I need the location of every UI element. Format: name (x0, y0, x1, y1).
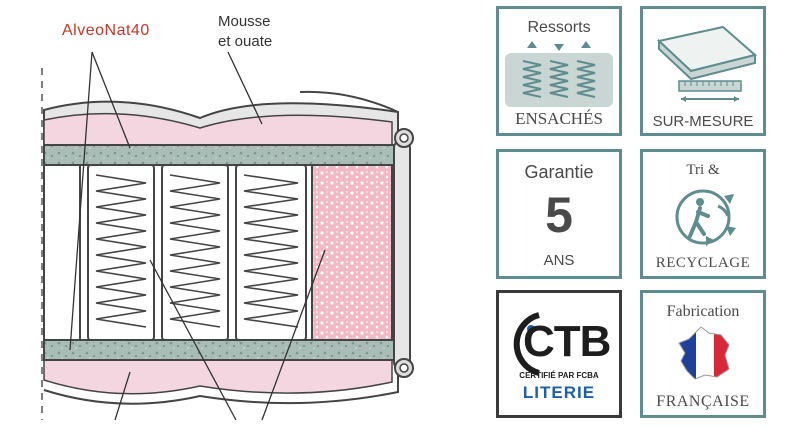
foam-label: Mousse et ouate (218, 12, 272, 52)
foam-label-line1: Mousse (218, 13, 271, 30)
badge-fabrication-label: FRANÇAISE (656, 393, 750, 410)
badge-fabrication-title: Fabrication (666, 303, 740, 320)
badge-recyclage-label: RECYCLAGE (655, 255, 751, 271)
badge-garantie-unit: ANS (543, 252, 575, 269)
badge-ressorts-ensaches: Ressorts ENSACHÉS (496, 6, 622, 136)
badge-sur-mesure-label: SUR-MESURE (652, 113, 754, 130)
brand-label: AlveoNat40 (62, 22, 150, 39)
badge-recyclage-title: Tri & (686, 162, 720, 178)
ctb-logo-icon (513, 312, 540, 376)
mattress-ruler-icon (656, 25, 757, 102)
ctb-logo-text: CTB (523, 317, 611, 366)
badge-ressorts-title: Ressorts (527, 19, 591, 36)
foam-label-line2: et ouate (218, 33, 273, 50)
springs-icon (505, 41, 613, 107)
triman-recycle-icon (675, 189, 736, 246)
badge-garantie-number: 5 (545, 187, 573, 243)
badge-garantie: Garantie 5 ANS (496, 149, 622, 279)
badge-ressorts-subtitle: ENSACHÉS (515, 109, 603, 128)
badge-ctb-literie: CTB CERTIFIÉ PAR FCBA LITERIE (496, 290, 622, 418)
badge-fabrication-francaise: Fabrication FRANÇAISE (640, 290, 766, 418)
mattress-cross-section: AlveoNat40 Mousse et ouate (41, 12, 414, 421)
ctb-literie-label: LITERIE (522, 383, 596, 402)
france-flag-map-icon (678, 326, 730, 380)
badge-garantie-title: Garantie (524, 162, 594, 182)
badge-recyclage: Tri & RECYCLAGE (640, 149, 766, 279)
ctb-certified-text: CERTIFIÉ PAR FCBA (519, 371, 599, 380)
badge-sur-mesure: SUR-MESURE (640, 6, 766, 136)
